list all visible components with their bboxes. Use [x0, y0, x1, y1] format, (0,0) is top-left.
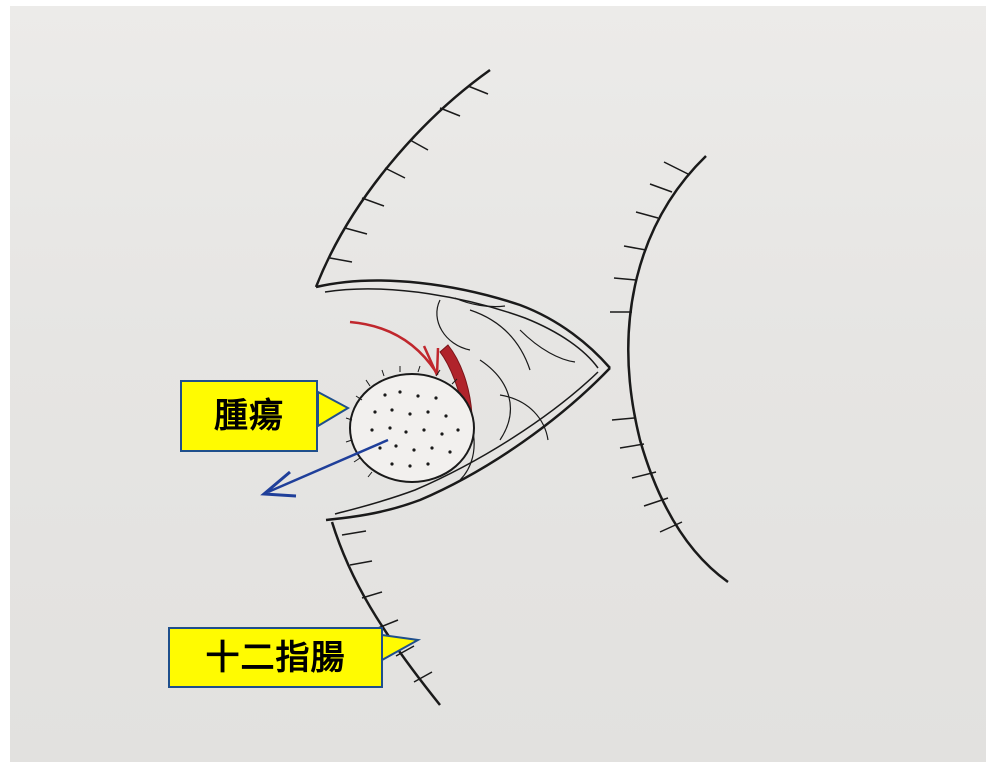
tumor-label: 腫瘍 — [180, 380, 318, 452]
tumor-callout-pointer — [318, 392, 348, 426]
tumor-label-text: 腫瘍 — [214, 399, 284, 433]
duodenum-label: 十二指腸 — [168, 627, 383, 688]
duodenum-label-text: 十二指腸 — [206, 641, 346, 675]
tumor-mass — [350, 374, 474, 482]
upper-hatch-marks — [330, 86, 488, 262]
duodenum-hatch-marks — [610, 162, 688, 532]
duodenum-wall — [628, 156, 728, 582]
upper-incision-edge — [316, 70, 490, 287]
